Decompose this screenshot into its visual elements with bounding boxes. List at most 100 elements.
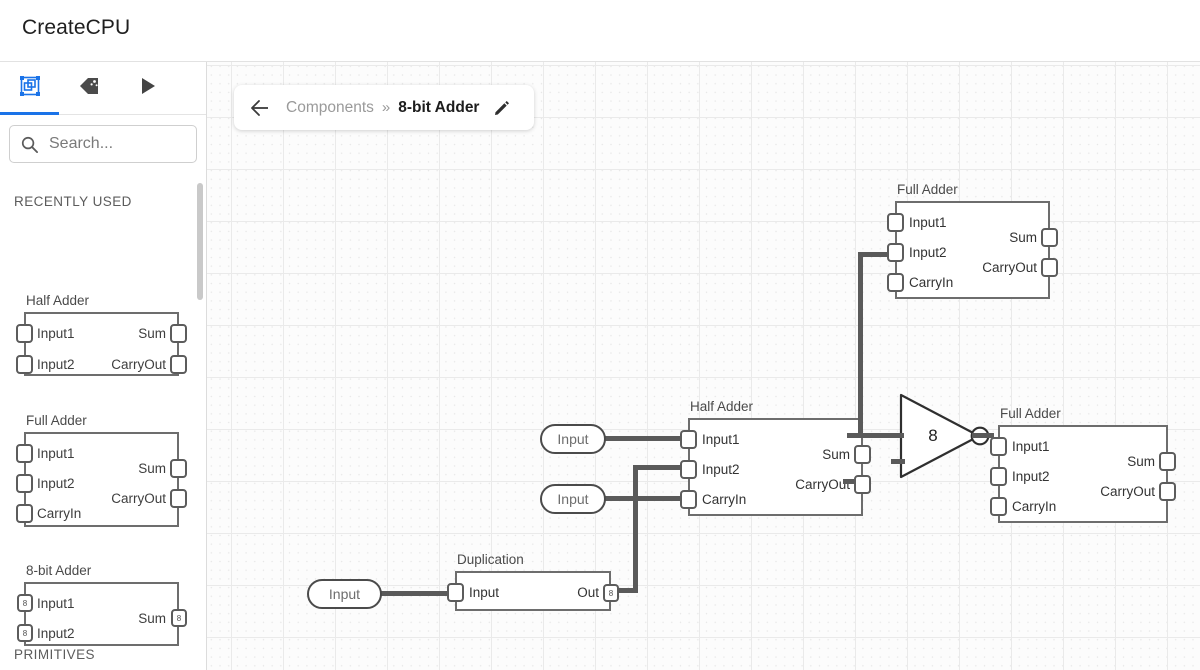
- tab-components[interactable]: [0, 62, 59, 115]
- pin-label: Input1: [37, 326, 75, 341]
- wire-input2-to-halfadder-carryin: [601, 496, 691, 501]
- pin-label: Sum: [1009, 230, 1037, 245]
- input-pin-2[interactable]: Input: [540, 484, 606, 514]
- wire-input1-to-halfadder: [601, 436, 691, 441]
- component-name: 8-bit Adder: [26, 563, 92, 578]
- wire-halfadder-sum-v: [858, 252, 863, 438]
- component-name: Half Adder: [26, 293, 90, 308]
- pin-input1[interactable]: [680, 430, 697, 449]
- pin-carryin[interactable]: [990, 497, 1007, 516]
- play-icon: [137, 75, 159, 102]
- pin-label: Out: [577, 585, 599, 600]
- pin-label: Input1: [702, 432, 740, 447]
- breadcrumb-parent[interactable]: Components: [286, 98, 374, 116]
- pin-input1-bus[interactable]: 8: [17, 594, 33, 612]
- pin-carryout[interactable]: [1041, 258, 1058, 277]
- pin-label: Input2: [702, 462, 740, 477]
- pin-carryout[interactable]: [854, 475, 871, 494]
- pin-input2[interactable]: [16, 474, 33, 493]
- pin-sum[interactable]: [170, 324, 187, 343]
- input-pin-1[interactable]: Input: [540, 424, 606, 454]
- tag-icon: [77, 74, 101, 103]
- tab-labels[interactable]: [59, 62, 118, 114]
- pin-label: CarryIn: [909, 275, 954, 290]
- pin-label: Input: [469, 585, 500, 600]
- pin-label: CarryOut: [1100, 484, 1155, 499]
- pin-label: Sum: [822, 447, 850, 462]
- node-body[interactable]: [455, 571, 611, 611]
- search-input[interactable]: Search...: [9, 125, 197, 163]
- pin-label: CarryIn: [37, 506, 82, 521]
- pin-sum[interactable]: [170, 459, 187, 478]
- wire-buffer-to-fulladder-right: [972, 433, 994, 438]
- search-icon: [20, 135, 39, 154]
- arrow-left-icon[interactable]: [250, 99, 270, 117]
- pin-input1[interactable]: [16, 444, 33, 463]
- pin-carryout[interactable]: [1159, 482, 1176, 501]
- pin-label: Sum: [1127, 454, 1155, 469]
- pin-carryout[interactable]: [170, 355, 187, 374]
- wire-input3-to-duplication: [372, 591, 457, 596]
- sidebar-tabbar: [0, 62, 206, 115]
- node-title: Full Adder: [1000, 406, 1061, 421]
- sidebar: Search... RECENTLY USED PRIMITIVES Half …: [0, 62, 207, 670]
- component-body: [24, 582, 179, 646]
- breadcrumb-separator: »: [381, 99, 391, 116]
- node-title: Half Adder: [690, 399, 754, 414]
- node-title: Duplication: [457, 552, 524, 567]
- wire-halfadder-carryout-stub: [843, 479, 863, 484]
- breadcrumb-current: 8-bit Adder: [398, 98, 480, 116]
- wire-dup-out-v: [633, 465, 638, 593]
- pin-input1[interactable]: [16, 324, 33, 343]
- pin-out-bus[interactable]: 8: [603, 584, 619, 602]
- wire-halfadder-to-buffer: [858, 433, 904, 438]
- node-title: Full Adder: [897, 182, 958, 197]
- pin-input2[interactable]: [680, 460, 697, 479]
- pin-carryout[interactable]: [170, 489, 187, 508]
- node-body[interactable]: [895, 201, 1050, 299]
- pin-carryin[interactable]: [680, 490, 697, 509]
- pin-label: CarryIn: [702, 492, 747, 507]
- component-name: Full Adder: [26, 413, 87, 428]
- buffer-gate-label: 8: [928, 426, 938, 445]
- component-body: [24, 432, 179, 527]
- pin-carryin[interactable]: [16, 504, 33, 523]
- pin-input2[interactable]: [887, 243, 904, 262]
- wire-dup-out-h2: [633, 465, 691, 470]
- schematic-canvas[interactable]: Components » 8-bit Adder: [207, 62, 1200, 670]
- component-chip-icon: [18, 74, 42, 103]
- pin-input[interactable]: [447, 583, 464, 602]
- component-body: [24, 312, 179, 376]
- pin-sum[interactable]: [854, 445, 871, 464]
- pin-input1[interactable]: [990, 437, 1007, 456]
- pin-label: CarryIn: [1012, 499, 1057, 514]
- pin-label: CarryOut: [795, 477, 850, 492]
- pin-label: Input2: [1012, 469, 1050, 484]
- pin-sum[interactable]: [1159, 452, 1176, 471]
- pin-label: Input1: [37, 596, 75, 611]
- app-title: CreateCPU: [22, 16, 131, 39]
- pin-label: Sum: [138, 461, 166, 476]
- pin-label: Sum: [138, 326, 166, 341]
- pin-sum[interactable]: [1041, 228, 1058, 247]
- input-pin-3[interactable]: Input: [307, 579, 382, 609]
- pin-sum-bus[interactable]: 8: [171, 609, 187, 627]
- pin-carryin[interactable]: [887, 273, 904, 292]
- pin-label: Input2: [37, 626, 75, 641]
- wire-dup-out-h1: [612, 588, 638, 593]
- sidebar-scrollbar[interactable]: [197, 183, 203, 300]
- wire-buffer-second-input: [891, 459, 905, 464]
- titlebar: CreateCPU: [0, 0, 1200, 62]
- pin-label: Sum: [138, 611, 166, 626]
- pencil-icon[interactable]: [493, 99, 511, 117]
- pin-label: CarryOut: [111, 491, 166, 506]
- pin-input1[interactable]: [887, 213, 904, 232]
- tab-run[interactable]: [118, 62, 177, 114]
- pin-label: Input2: [37, 357, 75, 372]
- node-body[interactable]: [688, 418, 863, 516]
- pin-input2-bus[interactable]: 8: [17, 624, 33, 642]
- pin-label: Input2: [909, 245, 947, 260]
- pin-input2[interactable]: [16, 355, 33, 374]
- pin-input2[interactable]: [990, 467, 1007, 486]
